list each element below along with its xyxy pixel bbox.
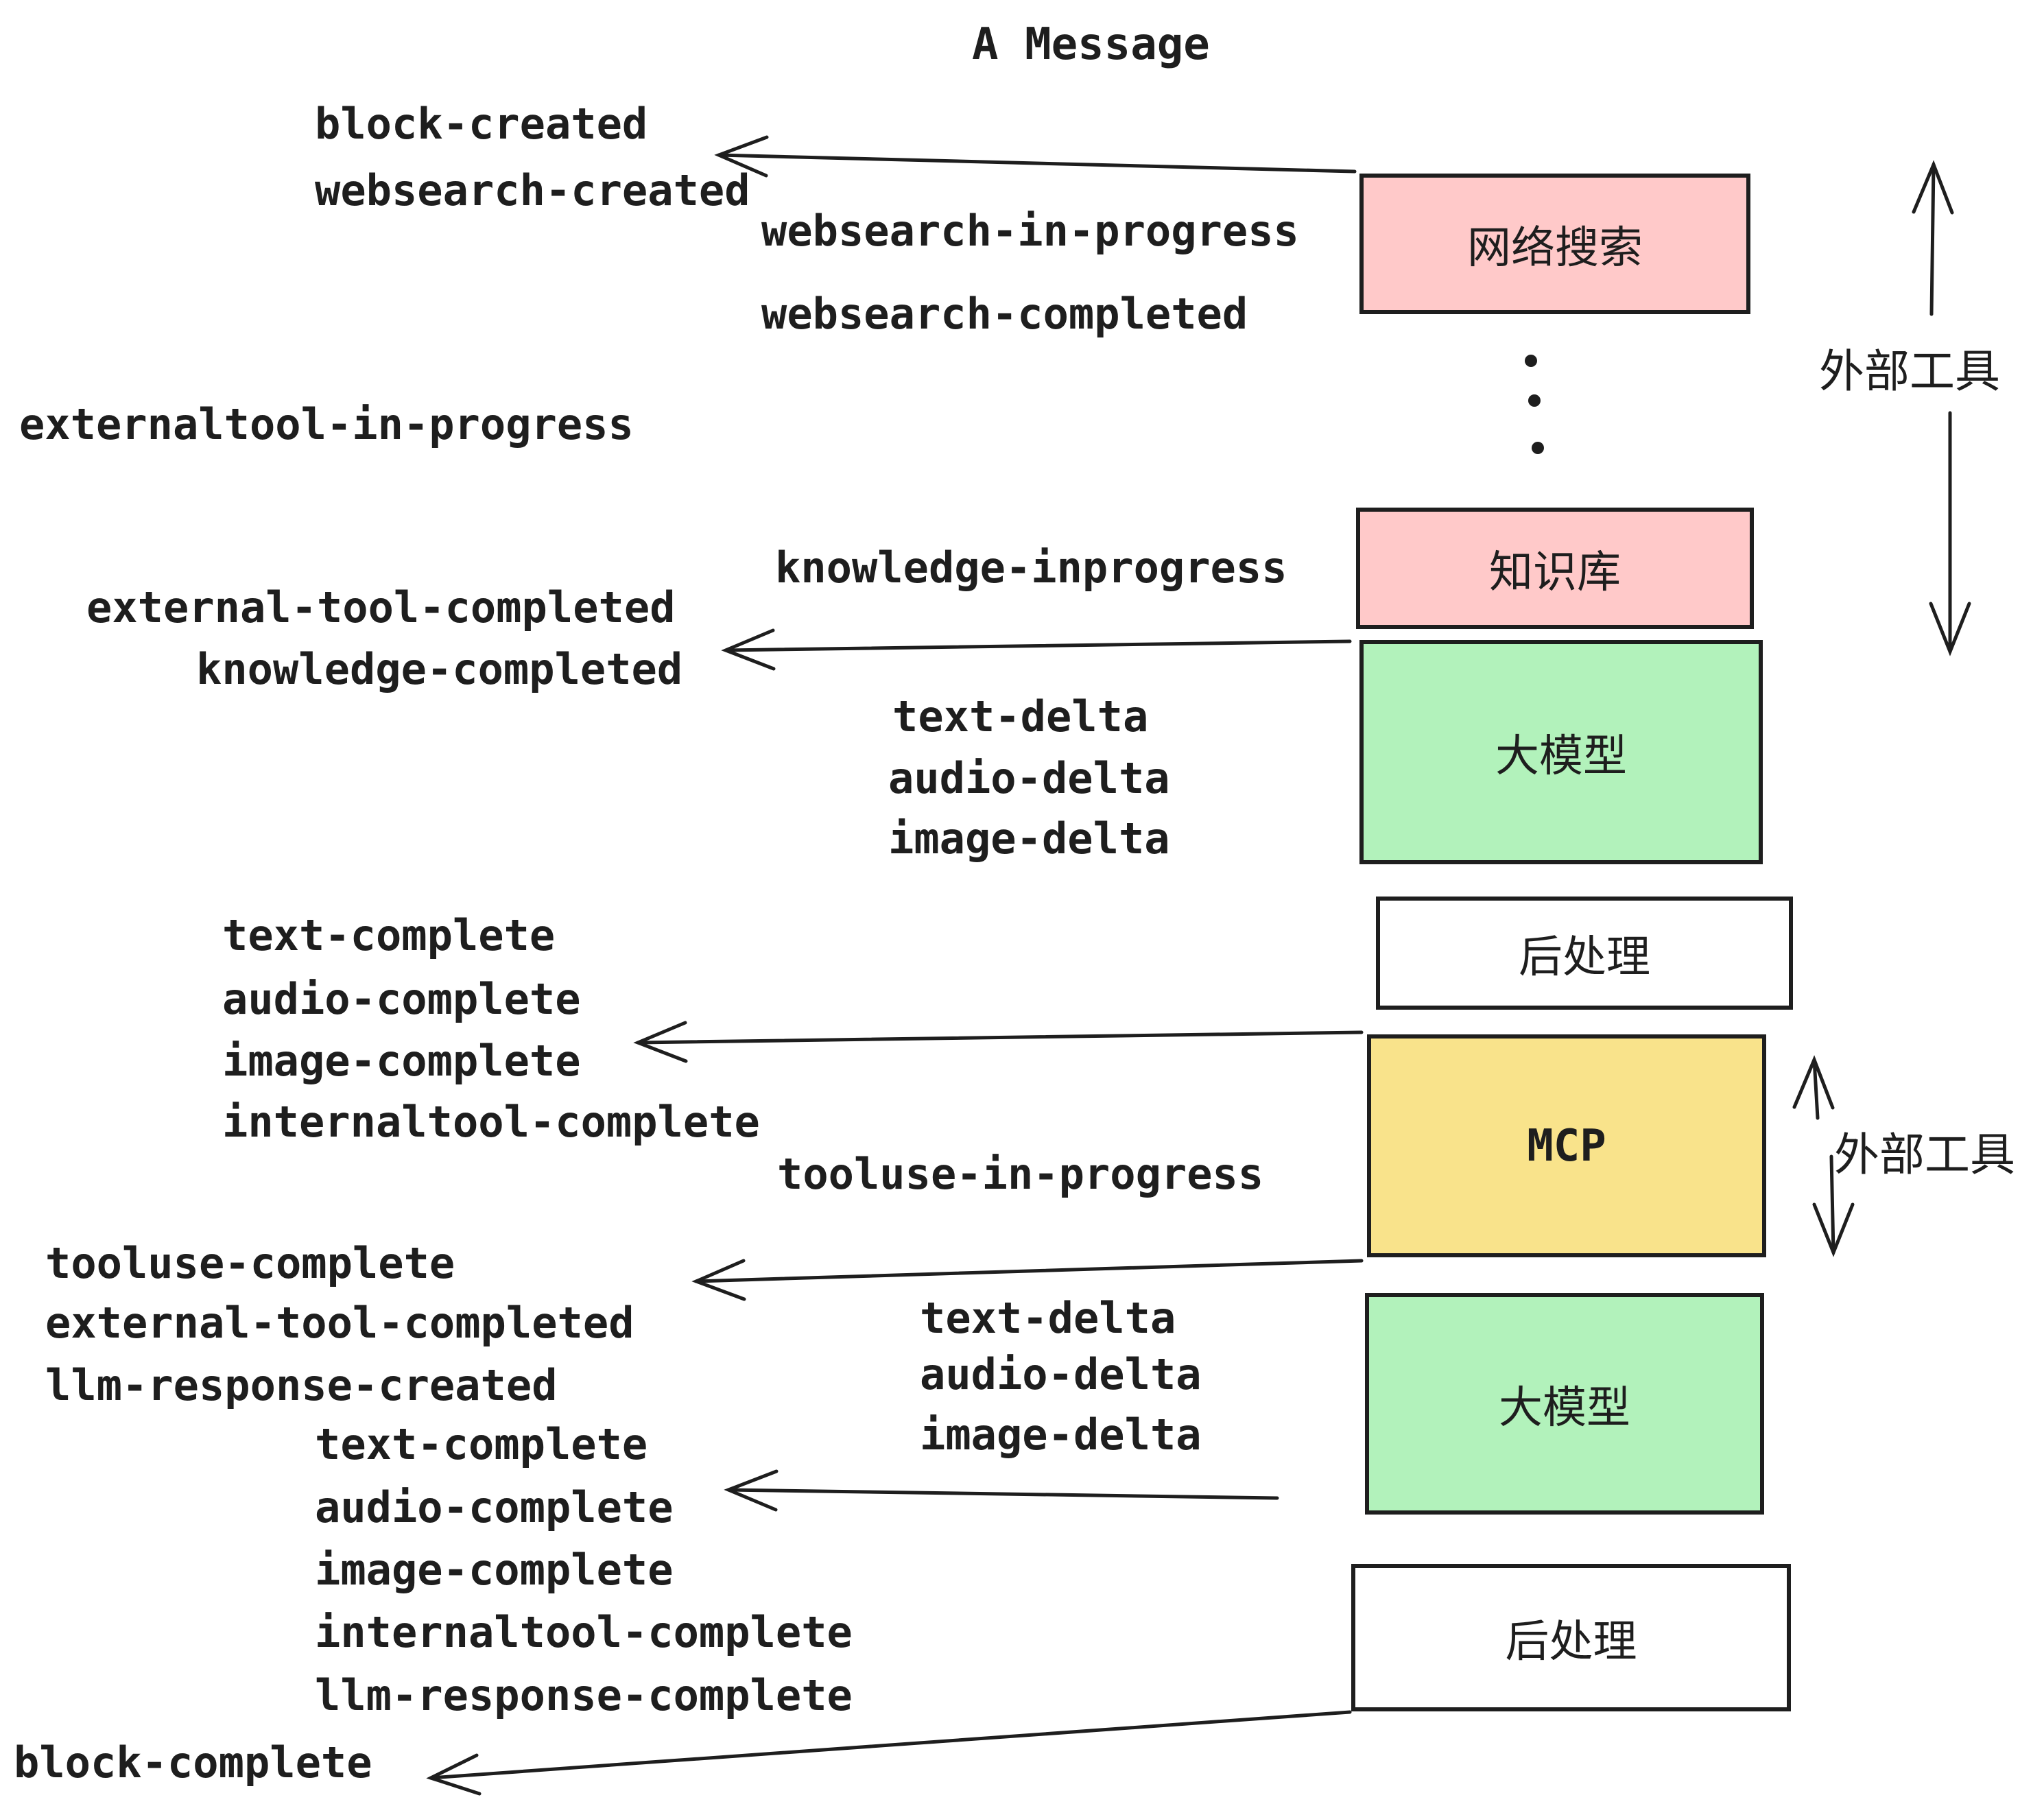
- label-llm-response-complete: llm-response-complete: [315, 1670, 853, 1720]
- box-postprocess-1: 后处理: [1376, 897, 1793, 1010]
- label-tooluse-in-progress: tooluse-in-progress: [777, 1149, 1264, 1199]
- label-image-complete-1: image-complete: [222, 1036, 581, 1086]
- label-text-delta-1: text-delta: [892, 691, 1149, 741]
- arrow-to-block-complete: [426, 1710, 1352, 1796]
- label-websearch-in-progress: websearch-in-progress: [761, 206, 1299, 256]
- label-knowledge-completed: knowledge-completed: [196, 644, 683, 694]
- label-knowledge-inprogress: knowledge-inprogress: [775, 543, 1287, 593]
- box-mcp: MCP: [1367, 1034, 1766, 1257]
- label-llm-response-created: llm-response-created: [45, 1360, 558, 1410]
- annotation-external-tools-top: 外部工具: [1819, 345, 2000, 398]
- label-internaltool-complete-2: internaltool-complete: [315, 1607, 853, 1657]
- label-websearch-created: websearch-created: [315, 165, 750, 215]
- label-audio-delta-1: audio-delta: [888, 753, 1170, 803]
- label-block-complete: block-complete: [14, 1737, 372, 1788]
- label-audio-complete-1: audio-complete: [222, 974, 581, 1024]
- label-image-delta-2: image-delta: [920, 1410, 1202, 1460]
- label-tooluse-complete: tooluse-complete: [45, 1238, 455, 1288]
- label-block-created: block-created: [315, 99, 648, 149]
- box-postprocess-2: 后处理: [1351, 1564, 1791, 1711]
- arrow-to-audio-complete: [724, 1469, 1279, 1512]
- diagram-title: A Message: [972, 19, 1210, 70]
- ellipsis-dots: [1525, 355, 1544, 454]
- arrow-external-tools-mcp-down: [1812, 1154, 1855, 1257]
- label-external-tool-completed-1: external-tool-completed: [86, 582, 676, 632]
- label-websearch-completed: websearch-completed: [761, 289, 1248, 339]
- arrow-to-image-complete: [633, 1021, 1364, 1063]
- label-text-delta-2: text-delta: [920, 1293, 1176, 1343]
- label-external-tool-completed-2: external-tool-completed: [45, 1298, 634, 1348]
- box-knowledge: 知识库: [1356, 508, 1754, 629]
- arrow-to-tooluse-complete: [691, 1259, 1364, 1301]
- label-audio-delta-2: audio-delta: [920, 1349, 1202, 1399]
- box-llm-2: 大模型: [1365, 1293, 1764, 1515]
- label-image-delta-1: image-delta: [888, 814, 1170, 864]
- arrow-external-tools-top-up: [1912, 160, 1954, 316]
- annotation-external-tools-mcp: 外部工具: [1834, 1128, 2015, 1181]
- label-image-complete-2: image-complete: [315, 1545, 674, 1595]
- arrow-to-websearch-created: [714, 135, 1357, 178]
- label-text-complete-1: text-complete: [222, 910, 556, 960]
- arrow-external-tools-mcp-up: [1792, 1055, 1835, 1120]
- arrow-to-knowledge-completed: [721, 628, 1352, 671]
- label-externaltool-in-progress: externaltool-in-progress: [19, 399, 634, 449]
- label-audio-complete-2: audio-complete: [315, 1482, 674, 1532]
- label-internaltool-complete-1: internaltool-complete: [222, 1097, 760, 1147]
- arrow-external-tools-top-down: [1929, 411, 1971, 656]
- box-llm-1: 大模型: [1359, 640, 1763, 864]
- box-websearch: 网络搜索: [1359, 174, 1750, 314]
- label-text-complete-2: text-complete: [315, 1419, 648, 1469]
